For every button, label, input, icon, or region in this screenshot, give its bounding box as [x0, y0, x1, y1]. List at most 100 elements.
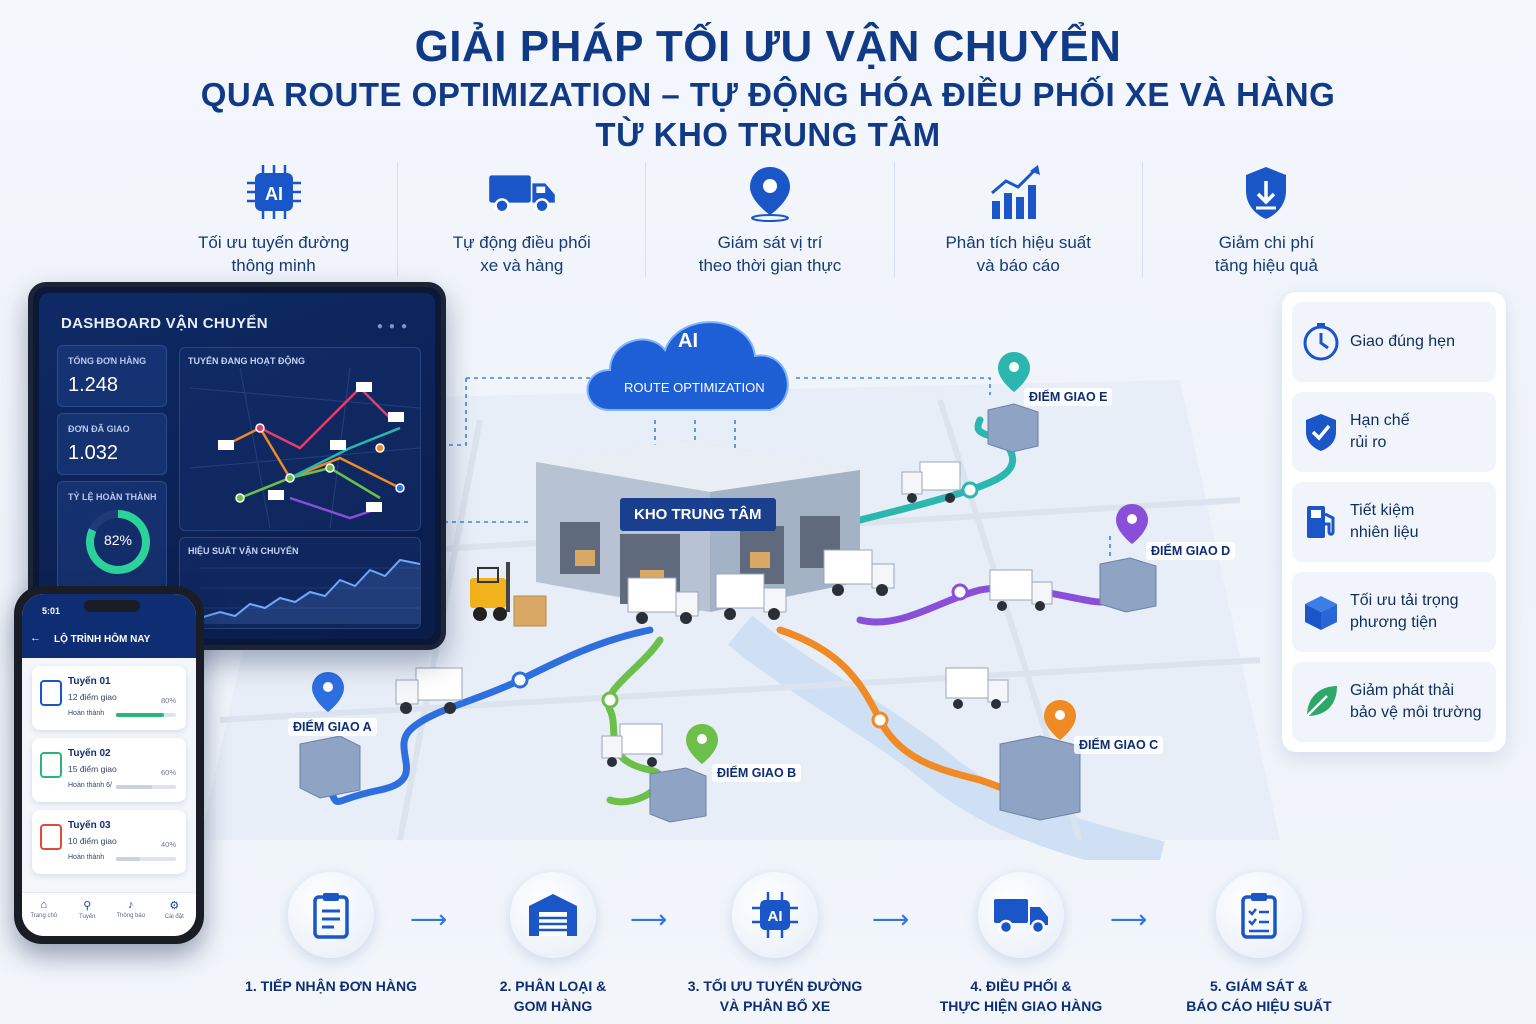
route-card-01[interactable]: Tuyến 01 12 điểm giao 80% Hoàn thành — [32, 666, 186, 730]
benefit-label-line1: Giảm phát thải — [1350, 682, 1455, 699]
step-4: 4. ĐIỀU PHỐI &THỰC HIỆN GIAO HÀNG — [906, 858, 1136, 1016]
kpi-label: TỶ LỆ HOÀN THÀNH — [68, 492, 157, 502]
step-label-line1: 5. GIÁM SÁT & — [1209, 978, 1308, 994]
truck-route-e — [901, 461, 961, 503]
status-time: 5:01 — [42, 606, 61, 616]
page-subtitle-line2: TỪ KHO TRUNG TÂM — [595, 116, 941, 153]
benefit-label-line2: rủi ro — [1350, 434, 1387, 451]
feature-label-line1: Phân tích hiệu suất — [945, 233, 1091, 252]
route-name: Tuyến 01 — [68, 676, 111, 687]
kpi-total-orders: TỔNG ĐƠN HÀNG 1.248 — [57, 345, 167, 407]
nav-routes[interactable]: ⚲Tuyến — [66, 893, 110, 936]
step-label-line2: VÀ PHÂN BỔ XE — [719, 998, 831, 1014]
forklift — [470, 562, 547, 627]
arrow-right-icon: ⟶ — [1110, 904, 1148, 934]
nav-settings[interactable]: ⚙Cài đặt — [153, 893, 197, 936]
delivery-map: AI ROUTE OPTIMIZATION KHO TRUNG TÂM ĐIỂM… — [180, 300, 1300, 860]
feature-label-line1: Giám sát vị trí — [717, 233, 823, 252]
kpi-delivered: ĐƠN ĐÃ GIAO 1.032 — [57, 413, 167, 475]
box-icon — [1292, 592, 1350, 632]
phone-notch — [84, 600, 140, 612]
page-title: GIẢI PHÁP TỐI ƯU VẬN CHUYỂN — [414, 22, 1122, 71]
panel-label: TUYẾN ĐANG HOẠT ĐỘNG — [188, 356, 305, 366]
back-arrow-icon[interactable]: ← — [30, 632, 41, 644]
pin-e-icon — [998, 352, 1030, 392]
building-a — [299, 735, 361, 799]
route-percent: 40% — [160, 840, 176, 849]
completion-value: 82% — [103, 532, 133, 548]
benefit-label-line2: bảo vệ môi trường — [1350, 704, 1482, 721]
home-icon: ⌂ — [40, 899, 48, 911]
step-1: 1. TIẾP NHẬN ĐƠN HÀNG — [216, 858, 446, 996]
phone-screen-title: LỘ TRÌNH HÔM NAY — [54, 634, 151, 645]
kpi-value: 1.032 — [68, 442, 119, 464]
leaf-icon — [1292, 682, 1350, 722]
kpi-completion: TỶ LỆ HOÀN THÀNH 82% — [57, 481, 167, 591]
building-b — [649, 767, 707, 823]
feature-label-line1: Giảm chi phí — [1218, 233, 1315, 252]
pin-d-icon — [1116, 504, 1148, 544]
phone-header: 5:01 ← LỘ TRÌNH HÔM NAY — [22, 594, 196, 658]
completion-donut: 82% — [86, 510, 150, 574]
nav-label: Cài đặt — [164, 914, 184, 920]
nav-label: Thông báo — [116, 913, 146, 919]
bell-icon: ♪ — [128, 899, 134, 911]
route-progress-bar — [116, 785, 176, 789]
dashboard-title: DASHBOARD VẬN CHUYỂN — [61, 315, 268, 332]
feature-performance-analysis: Phân tích hiệu suất và báo cáo — [895, 162, 1143, 277]
cloud-route-label: ROUTE OPTIMIZATION — [624, 380, 765, 395]
building-e — [987, 403, 1039, 453]
svg-text:AI: AI — [768, 908, 783, 925]
step-label-line2: BÁO CÁO HIỆU SUẤT — [1186, 998, 1332, 1014]
feature-label-line1: Tự động điều phối — [452, 233, 591, 252]
truck-warehouse-1 — [627, 577, 699, 624]
route-card-02[interactable]: Tuyến 02 15 điểm giao 60% Hoàn thành 6/ — [32, 738, 186, 802]
truck-route-a — [395, 667, 463, 714]
checklist-icon — [1216, 872, 1302, 958]
clock-icon — [1292, 322, 1350, 362]
point-b-label: ĐIỂM GIAO B — [712, 764, 802, 782]
truck-warehouse-3 — [823, 549, 895, 596]
route-status: Hoàn thành — [68, 854, 105, 861]
nav-home[interactable]: ⌂ Trang chủ — [22, 893, 66, 936]
step-label-line1: 2. PHÂN LOẠI & — [499, 978, 607, 994]
route-status: Hoàn thành — [68, 710, 105, 717]
truck-route-c — [945, 667, 1009, 709]
feature-label-line2: và báo cáo — [976, 256, 1060, 275]
benefit-label: Giao đúng hẹn — [1350, 333, 1455, 350]
step-2: 2. PHÂN LOẠI &GOM HÀNG — [438, 858, 668, 1016]
route-progress-bar — [116, 857, 176, 861]
step-label-line1: 3. TỐI ƯU TUYẾN ĐƯỜNG — [687, 978, 863, 994]
panel-label: HIỆU SUẤT VẬN CHUYỂN — [188, 546, 299, 556]
route-stops: 12 điểm giao — [68, 692, 117, 702]
route-blue — [326, 626, 654, 805]
feature-label-line2: xe và hàng — [480, 256, 564, 275]
point-c-label: ĐIỂM GIAO C — [1074, 736, 1164, 754]
active-routes-panel: TUYẾN ĐANG HOẠT ĐỘNG — [179, 347, 421, 531]
nav-notifications[interactable]: ♪ Thông báo — [109, 893, 153, 936]
fuel-pump-icon — [1292, 502, 1350, 542]
route-name: Tuyến 02 — [68, 748, 111, 759]
route-percent: 60% — [160, 768, 176, 777]
warehouse-label: KHO TRUNG TÂM — [620, 498, 776, 531]
clipboard-icon — [288, 872, 374, 958]
route-name: Tuyến 03 — [68, 820, 111, 831]
benefit-label-line1: Tiết kiệm — [1350, 502, 1415, 519]
benefit-label-line1: Tối ưu tải trọng — [1350, 592, 1459, 609]
truck-warehouse-2 — [715, 573, 787, 620]
shield-down-icon — [1230, 162, 1302, 223]
kpi-label: TỔNG ĐƠN HÀNG — [68, 356, 147, 366]
route-stops: 10 điểm giao — [68, 836, 117, 846]
route-card-03[interactable]: Tuyến 03 10 điểm giao 40% Hoàn thành — [32, 810, 186, 874]
nav-label: Trang chủ — [30, 913, 58, 919]
route-clipboard-icon — [40, 752, 62, 778]
step-label-line1: 4. ĐIỀU PHỐI & — [970, 978, 1072, 994]
route-status: Hoàn thành 6/ — [68, 782, 112, 789]
map-graphic — [200, 321, 1280, 860]
ai-chip-icon: AI — [238, 162, 310, 223]
